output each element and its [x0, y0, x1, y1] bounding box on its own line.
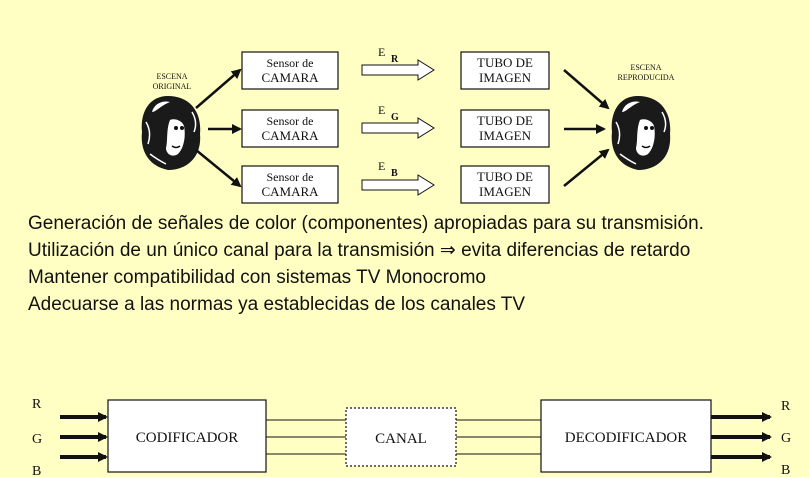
tube-3-line2: IMAGEN: [479, 184, 532, 199]
signal-b-letter: E: [378, 159, 385, 173]
face-original-icon: [141, 96, 201, 170]
tube-1-line2: IMAGEN: [479, 70, 532, 85]
encoder-label: CODIFICADOR: [136, 430, 239, 446]
sensor-box-1: Sensor de CAMARA: [241, 51, 339, 90]
tube-box-2: TUBO DE IMAGEN: [460, 109, 550, 148]
input-b-label: B: [32, 464, 41, 477]
bullet-4: Adecuarse a las normas ya establecidas d…: [28, 294, 526, 315]
channel-box: CANAL: [345, 407, 457, 467]
scene-reproduced-line1: ESCENA: [630, 63, 661, 72]
scene-original-line2: ORIGINAL: [153, 82, 192, 91]
input-r-label: R: [32, 397, 42, 412]
decoder-box: DECODIFICADOR: [540, 399, 712, 473]
signal-arrow-b: E B: [361, 159, 435, 196]
signal-g-letter: E: [378, 103, 385, 117]
scene-original-line1: ESCENA: [156, 72, 187, 81]
sensor-1-line2: CAMARA: [261, 70, 319, 85]
sensor-1-line1: Sensor de: [267, 56, 314, 70]
arrow-face-to-sensor-bot: [195, 149, 242, 188]
arrow-tube-bot-to-face: [563, 148, 610, 187]
output-b-label: B: [781, 463, 790, 477]
sensor-3-line1: Sensor de: [267, 170, 314, 184]
channel-label: CANAL: [375, 431, 427, 447]
arrow-tube-top-to-face: [563, 69, 610, 110]
output-g-label: G: [781, 431, 791, 446]
arrow-face-to-sensor-top: [195, 68, 242, 109]
signal-g-sub: G: [391, 112, 399, 123]
signal-b-sub: B: [391, 168, 398, 179]
tube-1-line1: TUBO DE: [477, 55, 533, 70]
sensor-box-2: Sensor de CAMARA: [241, 109, 339, 148]
bullet-2: Utilización de un único canal para la tr…: [28, 240, 691, 261]
tube-2-line2: IMAGEN: [479, 128, 532, 143]
decoder-label: DECODIFICADOR: [565, 430, 688, 446]
encoder-box: CODIFICADOR: [107, 399, 267, 473]
input-g-label: G: [32, 432, 42, 447]
tube-3-line1: TUBO DE: [477, 169, 533, 184]
sensor-box-3: Sensor de CAMARA: [241, 165, 339, 204]
signal-arrow-r: E R: [361, 45, 435, 81]
face-reproduced-icon: [611, 96, 671, 170]
tube-box-1: TUBO DE IMAGEN: [460, 51, 550, 90]
signal-arrow-g: E G: [361, 103, 435, 139]
output-r-label: R: [781, 399, 791, 414]
tube-box-3: TUBO DE IMAGEN: [460, 165, 550, 204]
tube-2-line1: TUBO DE: [477, 113, 533, 128]
sensor-3-line2: CAMARA: [261, 184, 319, 199]
bullet-3: Mantener compatibilidad con sistemas TV …: [28, 267, 486, 288]
requirements-list: Generación de señales de color (componen…: [28, 212, 798, 320]
sensor-2-line1: Sensor de: [267, 114, 314, 128]
scene-reproduced-line2: REPRODUCIDA: [618, 73, 675, 82]
bullet-1: Generación de señales de color (componen…: [28, 213, 704, 234]
sensor-2-line2: CAMARA: [261, 128, 319, 143]
signal-r-sub: R: [391, 54, 399, 65]
signal-r-letter: E: [378, 45, 385, 59]
